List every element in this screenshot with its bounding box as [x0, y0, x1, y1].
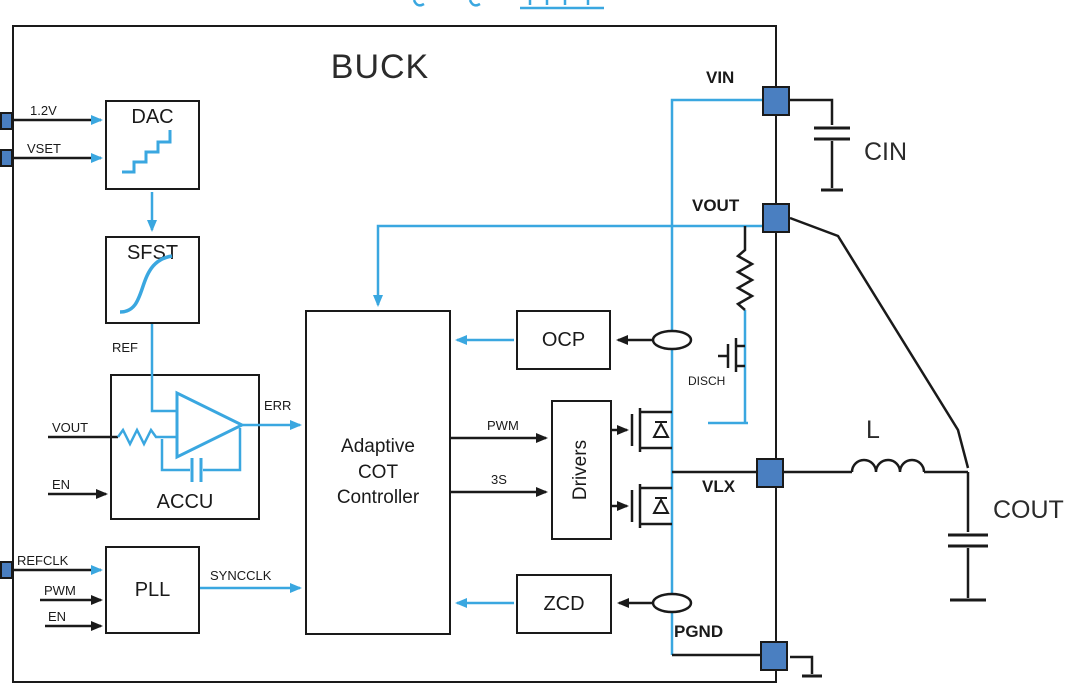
- external-power-path: [784, 98, 988, 678]
- input-pad-refclk: [0, 561, 13, 579]
- dac-label: DAC: [131, 106, 174, 128]
- pin-label-vin: VIN: [706, 68, 735, 87]
- pin-label-pgnd: PGND: [674, 622, 724, 641]
- dac-block: DAC: [105, 100, 200, 190]
- vin-pad: [762, 86, 790, 116]
- signal-label-en2: EN: [48, 609, 67, 624]
- label-cout: COUT: [993, 496, 1064, 524]
- signal-label-en1: EN: [52, 477, 71, 492]
- input-pad-1v2: [0, 112, 13, 130]
- label-inductor: L: [866, 416, 880, 444]
- accu-block: ACCU: [110, 374, 260, 520]
- input-pad-vset: [0, 149, 13, 167]
- diagram-title: BUCK: [330, 48, 430, 86]
- signal-label-err: ERR: [264, 398, 292, 413]
- drivers-label: Drivers: [570, 439, 592, 501]
- signal-label-syncclk: SYNCCLK: [210, 568, 272, 583]
- pin-label-vlx: VLX: [702, 477, 736, 496]
- signal-label-pwm-in: PWM: [44, 583, 76, 598]
- signal-label-1v2: 1.2V: [30, 103, 57, 118]
- wire-pgnd-ext: [790, 655, 814, 674]
- drivers-block: Drivers: [551, 400, 612, 540]
- pgnd-pad: [760, 641, 788, 671]
- vout-pad: [762, 203, 790, 233]
- signal-label-vset: VSET: [27, 141, 61, 156]
- pll-block: PLL: [105, 546, 200, 634]
- zcd-label: ZCD: [543, 592, 585, 615]
- cropped-caption-fragments: [412, 0, 604, 10]
- ocp-label: OCP: [541, 328, 586, 351]
- inductor-icon: [850, 458, 926, 473]
- signal-label-disch: DISCH: [688, 374, 726, 388]
- wire-vin-to-cin: [790, 98, 834, 125]
- signal-label-ref: REF: [112, 340, 138, 355]
- label-cin: CIN: [864, 138, 908, 166]
- pll-label: PLL: [134, 578, 171, 601]
- sfst-label: SFST: [126, 242, 179, 264]
- sfst-block: SFST: [105, 236, 200, 324]
- cot-controller-label: Adaptive COT Controller: [336, 436, 420, 509]
- accu-label: ACCU: [156, 491, 214, 513]
- signal-label-refclk: REFCLK: [17, 553, 69, 568]
- cot-controller-block: Adaptive COT Controller: [305, 310, 451, 635]
- signal-label-pwm-out: PWM: [487, 418, 519, 433]
- ocp-block: OCP: [516, 310, 611, 370]
- signal-label-3s: 3S: [491, 472, 507, 487]
- pin-label-vout: VOUT: [692, 196, 740, 215]
- signal-label-vout-sense: VOUT: [52, 420, 89, 435]
- zcd-block: ZCD: [516, 574, 612, 634]
- vlx-pad: [756, 458, 784, 488]
